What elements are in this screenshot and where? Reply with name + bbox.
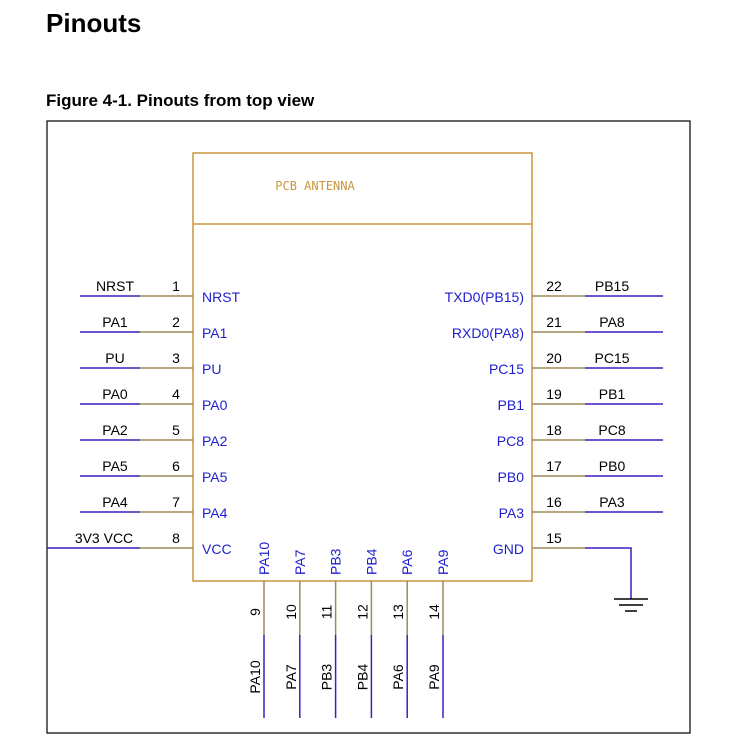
bottom-outer-label: PA6 bbox=[390, 664, 406, 690]
right-inner-label: TXD0(PB15) bbox=[445, 289, 524, 305]
bottom-outer-label: PB3 bbox=[319, 664, 335, 691]
left-pin-number: 2 bbox=[172, 314, 180, 330]
left-pin-number: 6 bbox=[172, 458, 180, 474]
left-outer-label: PA0 bbox=[102, 386, 128, 402]
antenna-label: PCB ANTENNA bbox=[275, 179, 355, 193]
left-inner-label: PA4 bbox=[202, 505, 228, 521]
left-inner-label: PA0 bbox=[202, 397, 228, 413]
left-pin-number: 8 bbox=[172, 530, 180, 546]
left-outer-label: PU bbox=[105, 350, 124, 366]
right-inner-label: GND bbox=[493, 541, 524, 557]
left-outer-label: PA2 bbox=[102, 422, 128, 438]
right-pin-number: 17 bbox=[546, 458, 562, 474]
bottom-inner-label: PA6 bbox=[399, 549, 415, 575]
bottom-inner-label: PA10 bbox=[256, 542, 272, 575]
left-inner-label: PA2 bbox=[202, 433, 228, 449]
bottom-inner-label: PA9 bbox=[435, 549, 451, 575]
bottom-pin-number: 11 bbox=[319, 605, 335, 620]
right-pin-number: 21 bbox=[546, 314, 562, 330]
right-pin-number: 20 bbox=[546, 350, 562, 366]
bottom-inner-label: PA7 bbox=[292, 549, 308, 575]
left-inner-label: VCC bbox=[202, 541, 232, 557]
figure-caption: Figure 4-1. Pinouts from top view bbox=[46, 91, 315, 110]
bottom-outer-label: PA9 bbox=[426, 664, 442, 690]
page-title: Pinouts bbox=[46, 8, 142, 38]
right-inner-label: PB1 bbox=[498, 397, 525, 413]
right-pin-number: 18 bbox=[546, 422, 562, 438]
bottom-inner-label: PB4 bbox=[363, 548, 379, 575]
left-outer-label: PA4 bbox=[102, 494, 128, 510]
module-body bbox=[192, 152, 533, 582]
right-pin-number: 22 bbox=[546, 278, 562, 294]
left-inner-label: PA1 bbox=[202, 325, 228, 341]
right-outer-label: PA3 bbox=[599, 494, 625, 510]
left-outer-label: NRST bbox=[96, 278, 135, 294]
left-pin-number: 4 bbox=[172, 386, 180, 402]
right-pin-number: 19 bbox=[546, 386, 562, 402]
right-outer-label: PC15 bbox=[594, 350, 629, 366]
left-pin-number: 1 bbox=[172, 278, 180, 294]
bottom-pin-number: 9 bbox=[247, 608, 263, 616]
left-outer-label: PA5 bbox=[102, 458, 128, 474]
right-inner-label: PC8 bbox=[497, 433, 524, 449]
right-inner-label: PC15 bbox=[489, 361, 524, 377]
bottom-outer-label: PB4 bbox=[354, 664, 370, 691]
ground-wire bbox=[585, 547, 632, 599]
bottom-pin-number: 12 bbox=[354, 604, 370, 620]
ground-symbol bbox=[614, 598, 648, 612]
bottom-inner-label: PB3 bbox=[328, 548, 344, 575]
left-outer-label: 3V3 VCC bbox=[75, 530, 133, 546]
bottom-outer-label: PA7 bbox=[283, 664, 299, 690]
left-inner-label: PU bbox=[202, 361, 221, 377]
left-inner-label: PA5 bbox=[202, 469, 228, 485]
right-outer-label: PB1 bbox=[599, 386, 626, 402]
bottom-pin-number: 14 bbox=[426, 604, 442, 620]
right-pin-number: 16 bbox=[546, 494, 562, 510]
right-inner-label: RXD0(PA8) bbox=[452, 325, 524, 341]
figure-frame bbox=[46, 120, 691, 734]
right-outer-label: PB15 bbox=[595, 278, 629, 294]
left-inner-label: NRST bbox=[202, 289, 241, 305]
left-pin-number: 7 bbox=[172, 494, 180, 510]
left-outer-label: PA1 bbox=[102, 314, 128, 330]
right-inner-label: PB0 bbox=[498, 469, 525, 485]
right-inner-label: PA3 bbox=[499, 505, 525, 521]
right-outer-label: PC8 bbox=[598, 422, 625, 438]
right-outer-label: PA8 bbox=[599, 314, 625, 330]
right-outer-label: PB0 bbox=[599, 458, 626, 474]
left-pin-number: 5 bbox=[172, 422, 180, 438]
right-pin-number: 15 bbox=[546, 530, 562, 546]
left-pin-number: 3 bbox=[172, 350, 180, 366]
bottom-pin-number: 13 bbox=[390, 604, 406, 620]
bottom-outer-label: PA10 bbox=[247, 660, 263, 693]
bottom-pin-number: 10 bbox=[283, 604, 299, 620]
